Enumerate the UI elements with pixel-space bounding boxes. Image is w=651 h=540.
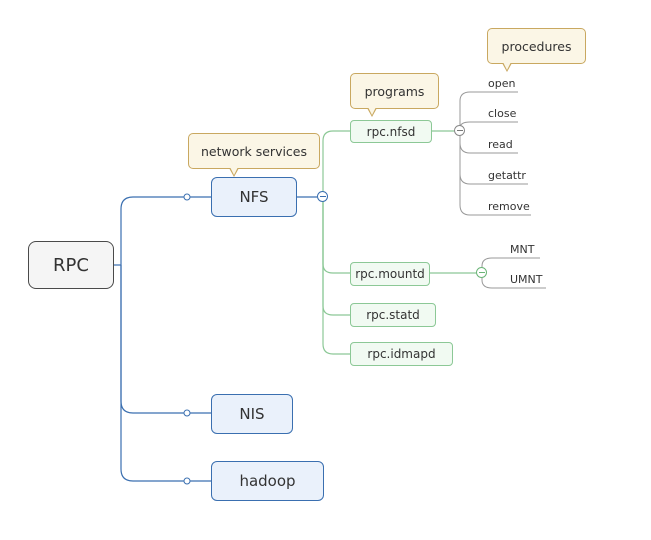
rpc-branches [114,196,317,482]
collapse-toggle-mountd[interactable] [476,267,487,278]
callout-label: procedures [501,38,572,54]
procedure-leaf-umnt[interactable]: UMNT [510,273,543,286]
callout-tail [367,107,377,117]
nfsd-leaf-branches [459,91,531,216]
program-label: rpc.mountd [355,267,425,281]
service-node-nis[interactable]: NIS [211,394,293,434]
procedure-label: MNT [510,243,535,256]
program-label: rpc.statd [366,308,420,322]
procedure-leaf-read[interactable]: read [488,138,513,151]
procedure-leaf-mnt[interactable]: MNT [510,243,534,256]
service-label: hadoop [239,472,296,490]
program-label: rpc.idmapd [367,347,436,361]
mountd-leaf-branches [481,257,546,289]
callout-procedures[interactable]: procedures [487,28,586,72]
collapse-toggle-nfs[interactable] [317,191,328,202]
procedure-label: close [488,107,517,120]
procedure-label: open [488,77,516,90]
procedure-label: UMNT [510,273,543,286]
branch-dot [183,409,191,417]
procedure-leaf-open[interactable]: open [488,77,515,90]
program-node-statd[interactable]: rpc.statd [350,303,436,327]
callout-network-services[interactable]: network services [188,133,320,177]
procedure-leaf-getattr[interactable]: getattr [488,169,526,182]
collapse-toggle-nfsd[interactable] [454,125,465,136]
root-label: RPC [53,254,89,276]
procedure-leaf-remove[interactable]: remove [488,200,530,213]
procedure-label: remove [488,200,530,213]
procedure-label: getattr [488,169,526,182]
callout-tail [502,62,512,72]
callout-label: network services [200,143,308,159]
callout-programs[interactable]: programs [350,73,439,117]
program-node-nfsd[interactable]: rpc.nfsd [350,120,432,143]
procedure-label: read [488,138,513,151]
nfs-branches [322,130,476,355]
service-label: NIS [239,405,265,423]
callout-label: programs [364,83,425,99]
program-node-mountd[interactable]: rpc.mountd [350,262,430,286]
branch-dot [183,193,191,201]
callout-tail [229,167,239,177]
root-node-rpc[interactable]: RPC [28,241,114,289]
procedure-leaf-close[interactable]: close [488,107,516,120]
service-node-hadoop[interactable]: hadoop [211,461,324,501]
branch-dot [183,477,191,485]
program-label: rpc.nfsd [366,124,416,139]
service-label: NFS [239,188,269,206]
program-node-idmapd[interactable]: rpc.idmapd [350,342,453,366]
service-node-nfs[interactable]: NFS [211,177,297,217]
